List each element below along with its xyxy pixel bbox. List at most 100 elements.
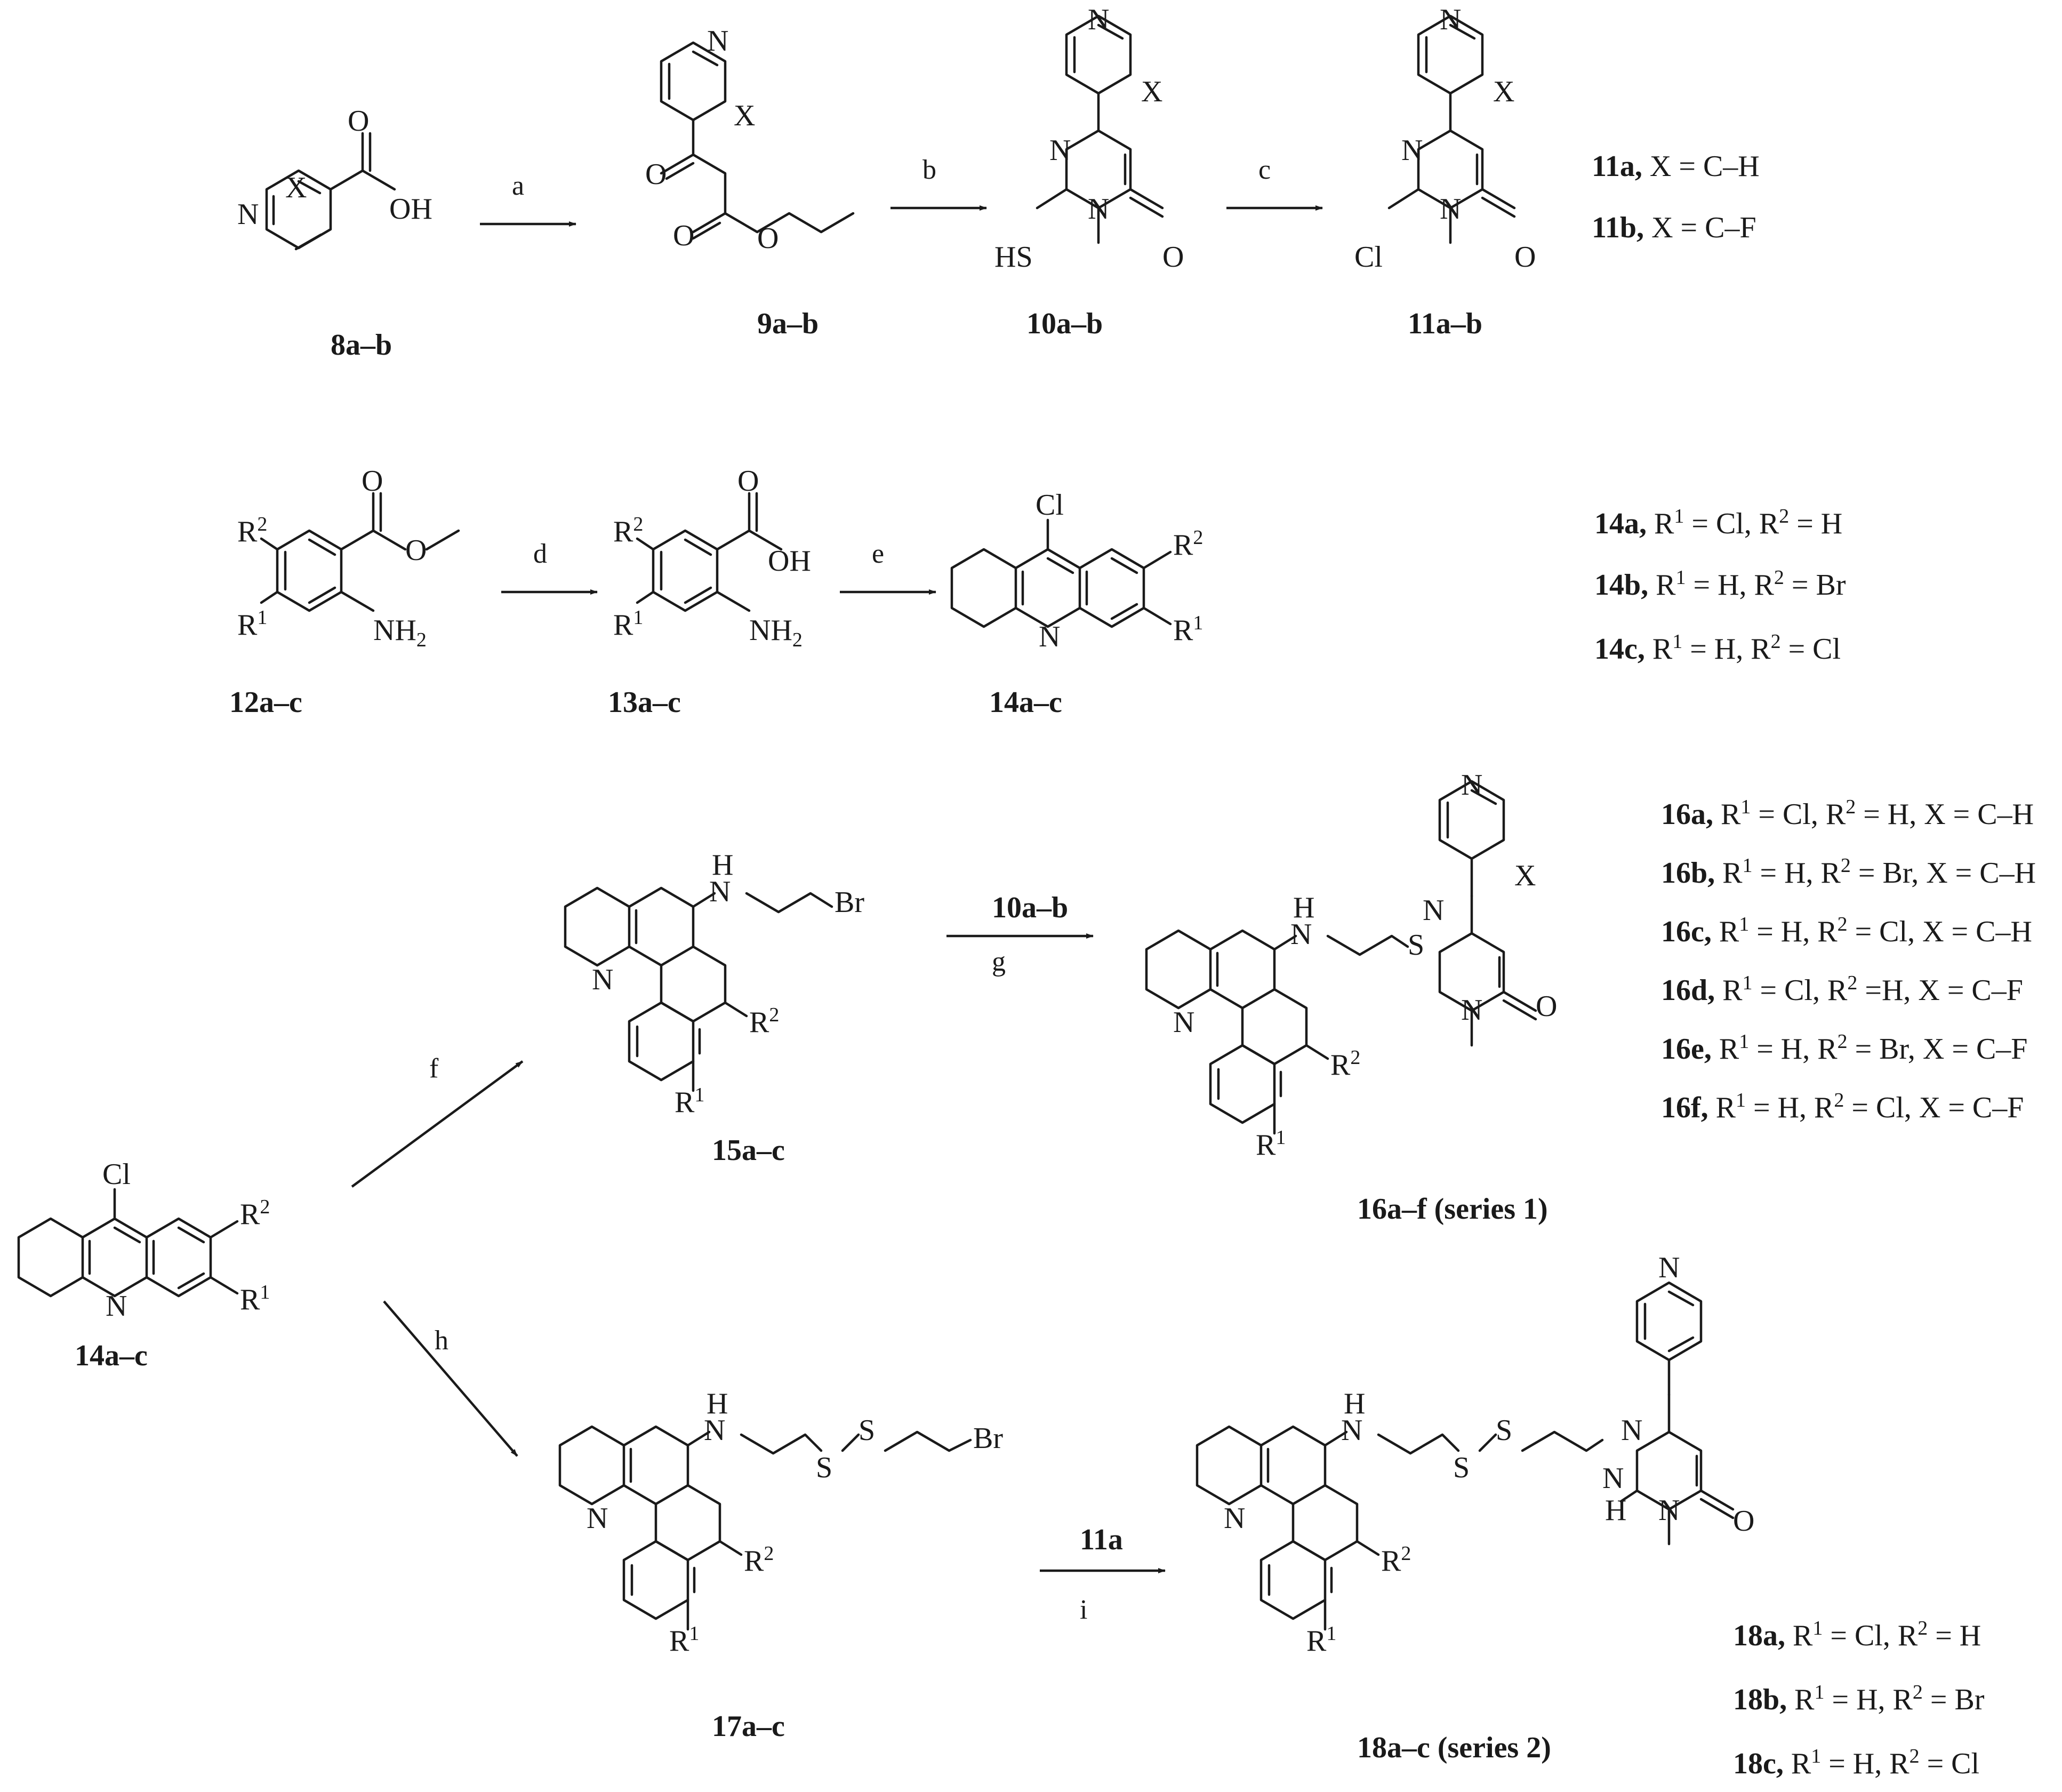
atom-n: N — [704, 1414, 725, 1447]
atom-n: N — [106, 1290, 127, 1323]
cond-e: e — [872, 539, 884, 569]
label-14-start: 14a–c — [75, 1339, 148, 1372]
structure-18: H N S S N H N N O N N R2 R1 — [1196, 1251, 1754, 1658]
cond-c: c — [1258, 155, 1271, 185]
atom-n: N — [1461, 769, 1482, 802]
atom-r1: R1 — [237, 606, 267, 642]
atom-nh2: NH2 — [749, 614, 803, 651]
atom-n: N — [1658, 1494, 1680, 1527]
legend-16d: 16d, R1 = Cl, R2 =H, X = C–F — [1661, 972, 2023, 1007]
atom-n: N — [1440, 193, 1461, 226]
cond-f: f — [429, 1053, 439, 1084]
atom-r2: R2 — [613, 513, 643, 548]
atom-n: N — [237, 198, 259, 231]
atom-r1: R1 — [613, 606, 643, 642]
atom-cl: Cl — [1354, 241, 1383, 274]
legend-16c: 16c, R1 = H, R2 = Cl, X = C–H — [1661, 913, 2032, 948]
legend-14c: 14c, R1 = H, R2 = Cl — [1594, 630, 1841, 666]
atom-o: O — [673, 219, 694, 252]
atom-hs: HS — [994, 241, 1033, 274]
legend-16f: 16f, R1 = H, R2 = Cl, X = C–F — [1661, 1089, 2024, 1124]
label-15: 15a–c — [712, 1134, 785, 1167]
structure-9: N X O O O — [645, 25, 855, 255]
atom-x: X — [1514, 859, 1536, 892]
legend-16b: 16b, R1 = H, R2 = Br, X = C–H — [1661, 854, 2036, 890]
structure-12: O O NH2 R2 R1 — [237, 465, 460, 651]
atom-oh: OH — [768, 545, 811, 578]
atom-x: X — [1141, 75, 1162, 108]
structure-10: N X N N HS O — [994, 3, 1184, 274]
atom-h: H — [707, 1387, 728, 1420]
label-16: 16a–f (series 1) — [1357, 1193, 1548, 1226]
atom-o: O — [348, 105, 369, 138]
atom-n: N — [707, 25, 728, 58]
cond-a: a — [512, 171, 524, 201]
structure-11: N X N N Cl O — [1354, 3, 1536, 274]
atom-x: X — [1493, 75, 1514, 108]
atom-s: S — [1496, 1414, 1512, 1447]
cond-g-reagent: 10a–b — [992, 891, 1068, 924]
atom-n: N — [1173, 1006, 1194, 1039]
atom-r2: R2 — [744, 1542, 774, 1578]
atom-n: N — [1423, 894, 1444, 927]
atom-n: N — [1461, 994, 1482, 1027]
label-17: 17a–c — [712, 1710, 785, 1743]
atom-h: H — [712, 849, 733, 882]
label-8: 8a–b — [331, 329, 392, 362]
atom-x: X — [734, 99, 755, 132]
atom-n: N — [1341, 1414, 1362, 1447]
structure-16: H N S N N O N X N R2 R1 — [1145, 769, 1557, 1162]
atom-o: O — [362, 465, 383, 498]
label-10: 10a–b — [1026, 307, 1103, 340]
atom-nh2: NH2 — [373, 614, 427, 651]
atom-s: S — [1408, 929, 1424, 962]
arrow-f — [351, 1060, 524, 1188]
atom-h: H — [1344, 1387, 1365, 1420]
structure-14: Cl N R2 R1 — [950, 489, 1203, 653]
atom-n: N — [1088, 193, 1109, 226]
atom-n: N — [1049, 134, 1071, 167]
legend-18b: 18b, R1 = H, R2 = Br — [1733, 1681, 1985, 1716]
atom-n: N — [1224, 1502, 1245, 1535]
atom-br: Br — [973, 1422, 1003, 1455]
atom-s: S — [1453, 1451, 1470, 1484]
atom-x: X — [285, 171, 307, 204]
atom-n: N — [1658, 1251, 1680, 1284]
structure-8: X N O OH — [237, 105, 432, 251]
atom-s: S — [859, 1414, 875, 1447]
arrow-h — [383, 1300, 518, 1457]
atom-r2: R2 — [240, 1196, 270, 1231]
atom-r2: R2 — [749, 1004, 779, 1039]
atom-n: N — [1290, 918, 1312, 951]
atom-n: N — [1401, 134, 1423, 167]
atom-r1: R1 — [669, 1622, 699, 1658]
atom-r2: R2 — [237, 513, 267, 548]
atom-oh: OH — [389, 193, 432, 226]
atom-r2: R2 — [1381, 1542, 1411, 1578]
atom-r1: R1 — [1306, 1622, 1336, 1658]
legend-11b: 11b, X = C–F — [1592, 211, 1756, 244]
atom-o: O — [1514, 241, 1536, 274]
atom-n: N — [709, 875, 731, 908]
atom-cl: Cl — [102, 1158, 131, 1191]
atom-n: N — [1088, 3, 1109, 36]
atom-o: O — [1733, 1505, 1754, 1538]
atom-n: N — [1039, 620, 1060, 653]
legend-14b: 14b, R1 = H, R2 = Br — [1594, 566, 1846, 602]
label-13: 13a–c — [608, 686, 681, 719]
label-18: 18a–c (series 2) — [1357, 1731, 1551, 1764]
atom-n: N — [1602, 1462, 1624, 1495]
atom-cl: Cl — [1036, 489, 1064, 522]
cond-i-reagent: 11a — [1080, 1523, 1123, 1556]
legend-18c: 18c, R1 = H, R2 = Cl — [1733, 1745, 1979, 1780]
atom-n: N — [587, 1502, 608, 1535]
atom-r1: R1 — [1173, 612, 1203, 647]
cond-b: b — [922, 155, 936, 185]
atom-o: O — [1162, 241, 1184, 274]
atom-h: H — [1605, 1494, 1626, 1527]
atom-h: H — [1293, 891, 1314, 924]
cond-g: g — [992, 947, 1006, 977]
atom-s: S — [816, 1451, 832, 1484]
structure-14-start: Cl N R2 R1 — [17, 1158, 270, 1323]
